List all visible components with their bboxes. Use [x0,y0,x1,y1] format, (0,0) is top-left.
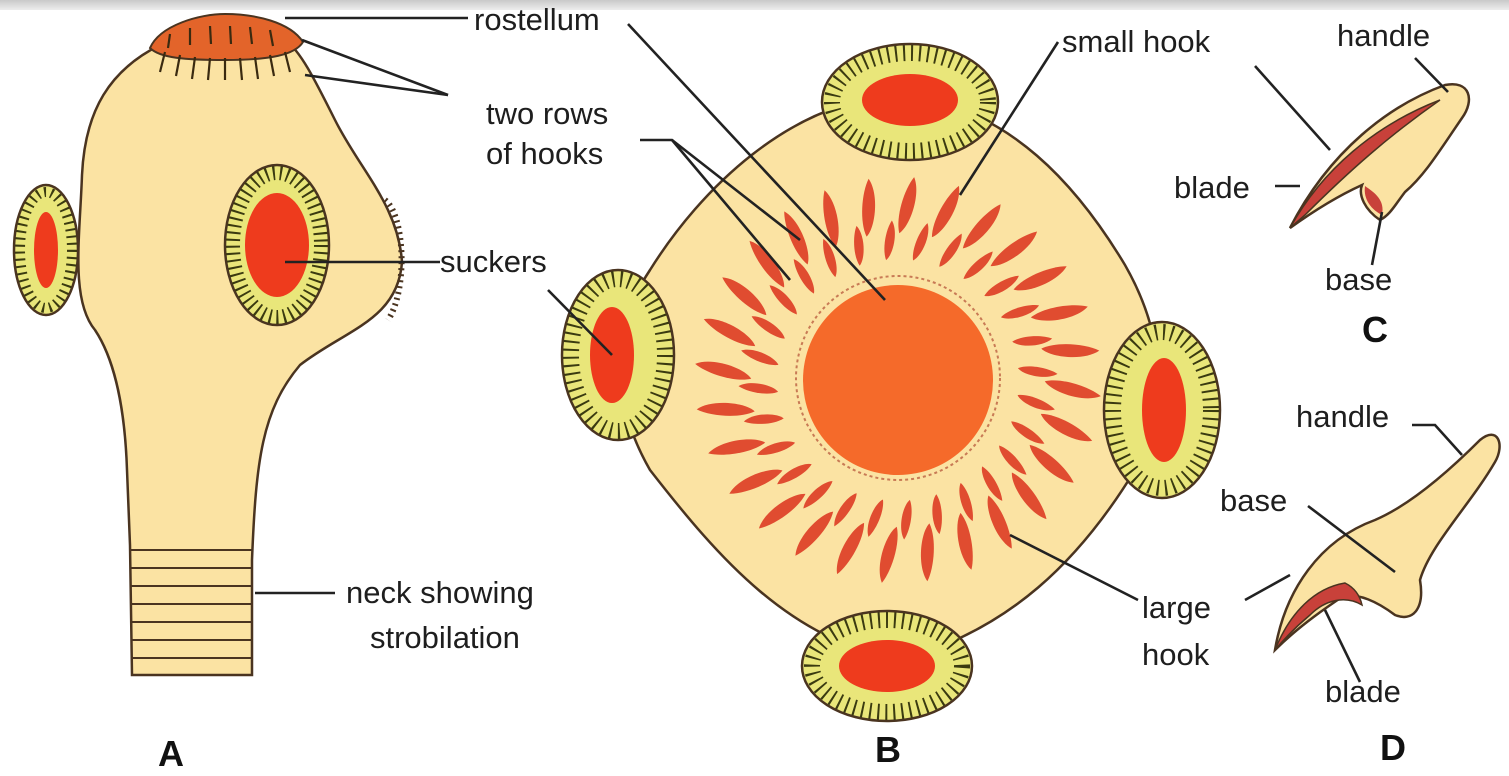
panel-letter-b: B [875,729,901,770]
sucker-bottom [802,611,972,721]
label-c-handle: handle [1337,18,1430,53]
panel-a-scolex-side-view [14,14,402,675]
label-large-hook-line2: hook [1142,637,1210,672]
panel-letter-c: C [1362,309,1388,350]
sucker-front [225,165,329,325]
label-neck-line1: neck showing [346,575,534,610]
panel-d-large-hook [1275,435,1500,650]
panel-b-scolex-top-view [562,44,1220,721]
label-c-base: base [1325,262,1392,297]
sucker-top [822,44,998,160]
label-two-rows-of-hooks-line2: of hooks [486,136,603,171]
sucker-right [1104,322,1220,498]
panel-c-small-hook [1290,84,1469,228]
label-neck-line2: strobilation [370,620,520,655]
label-suckers: suckers [440,244,547,279]
sucker-left-side [14,185,78,315]
sucker-left [562,270,674,440]
large-hook-shape [1275,435,1500,650]
panel-letter-d: D [1380,727,1406,768]
label-d-base: base [1220,483,1287,518]
label-rostellum: rostellum [474,2,600,37]
label-large-hook-line1: large [1142,590,1211,625]
label-c-blade: blade [1174,170,1250,205]
label-small-hook: small hook [1062,24,1211,59]
label-two-rows-of-hooks-line1: two rows [486,96,608,131]
label-d-blade: blade [1325,674,1401,709]
panel-letter-a: A [158,733,184,774]
label-d-handle: handle [1296,399,1389,434]
